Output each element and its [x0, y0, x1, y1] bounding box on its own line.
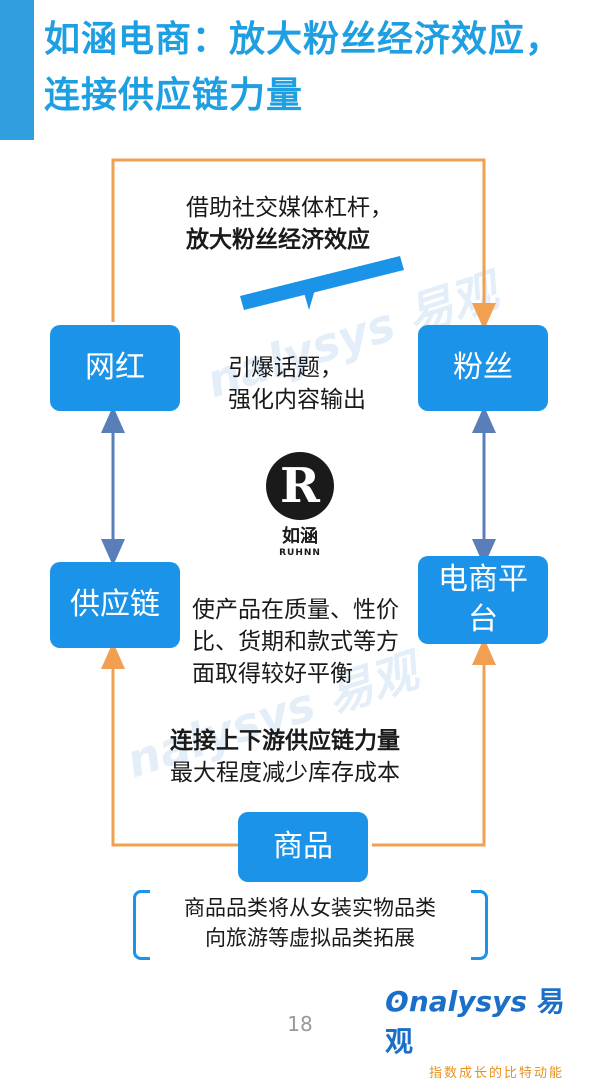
brand-en: nalysys: [408, 985, 528, 1018]
brace-left: [133, 890, 150, 960]
note-right-line3: 面取得较好平衡: [192, 661, 353, 687]
note-right: 使产品在质量、性价 比、货期和款式等方 面取得较好平衡: [192, 594, 399, 690]
arrow-shangpin-to-gongyinglian: [101, 642, 238, 847]
note-brace-line2: 向旅游等虚拟品类拓展: [205, 926, 415, 950]
node-wanghong: 网红: [50, 325, 180, 411]
analysys-logo-wordmark: ʘnalysys 易观: [385, 980, 585, 1060]
note-top-line2: 放大粉丝经济效应: [186, 227, 370, 253]
note-brace: 商品品类将从女装实物品类 向旅游等虚拟品类拓展: [152, 893, 468, 953]
note-top-line1: 借助社交媒体杠杆，: [186, 195, 393, 221]
note-top: 借助社交媒体杠杆， 放大粉丝经济效应: [186, 192, 393, 256]
brand-slogan: 指数成长的比特动能: [429, 1066, 565, 1081]
note-right-line1: 使产品在质量、性价: [192, 597, 399, 623]
note-bottom-line1: 连接上下游供应链力量: [170, 728, 400, 754]
page-title: 如涵电商：放大粉丝经济效应，连接供应链力量: [44, 19, 563, 116]
note-right-line2: 比、货期和款式等方: [192, 629, 399, 655]
node-dianshang: 电商平台: [418, 556, 548, 644]
lever-icon: [240, 256, 404, 310]
node-fensi: 粉丝: [418, 325, 548, 411]
analysys-logo-swirl-icon: ʘ: [385, 985, 409, 1018]
node-dianshang-label: 电商平台: [438, 562, 528, 637]
node-gongyinglian-label: 供应链: [70, 587, 160, 622]
note-brace-line1: 商品品类将从女装实物品类: [184, 896, 436, 920]
fulcrum-icon: [302, 286, 316, 310]
note-mid: 引爆话题， 强化内容输出: [228, 352, 366, 416]
brace-right: [471, 890, 488, 960]
ruhnn-logo-en: RUHNN: [279, 548, 321, 558]
brand-cn: 易观: [385, 985, 565, 1058]
ruhnn-logo-cn: 如涵: [282, 526, 318, 547]
node-gongyinglian: 供应链: [50, 562, 180, 648]
node-shangpin: 商品: [238, 812, 368, 882]
note-bottom: 连接上下游供应链力量 最大程度减少库存成本: [170, 725, 400, 789]
ruhnn-logo-mark: R: [266, 452, 334, 520]
note-bottom-line2: 最大程度减少库存成本: [170, 760, 400, 786]
note-mid-line2: 强化内容输出: [228, 387, 366, 413]
note-mid-line1: 引爆话题，: [228, 355, 343, 381]
ruhnn-logo: R 如涵 RUHNN: [264, 452, 336, 558]
title-accent-bar: [0, 0, 34, 140]
node-shangpin-label: 商品: [273, 829, 333, 864]
arrow-wanghong-to-fensi: [111, 158, 496, 330]
node-fensi-label: 粉丝: [453, 350, 513, 385]
arrow-shangpin-to-dianshang: [372, 638, 496, 847]
node-wanghong-label: 网红: [85, 350, 145, 385]
page-number: 18: [287, 1012, 313, 1036]
